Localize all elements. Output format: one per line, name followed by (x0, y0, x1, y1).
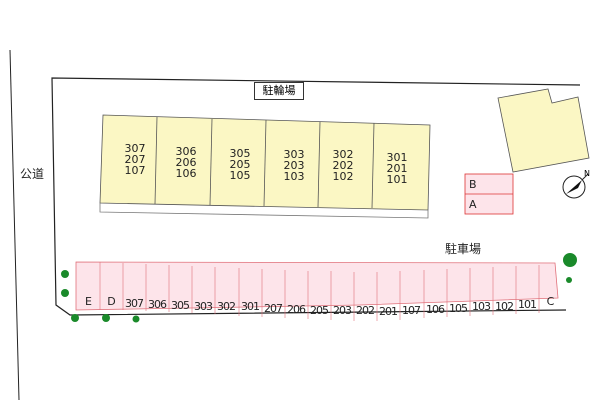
parking-slot: D (107, 295, 115, 308)
lot-b: B (469, 178, 477, 191)
parking-slot: 202 (356, 304, 375, 317)
parking-slot: E (85, 295, 92, 308)
parking-slot: 107 (402, 304, 421, 317)
lot-a: A (469, 198, 477, 211)
parking-slot: 302 (217, 300, 236, 313)
parking-slot: 207 (264, 302, 283, 315)
parking-slot: 206 (287, 303, 306, 316)
parking-slot: 305 (171, 299, 190, 312)
bicycle-parking-label: 駐輪場 (254, 82, 304, 100)
svg-text:N: N (584, 169, 590, 178)
parking-slot: 201 (379, 305, 398, 318)
parking-slot: 301 (241, 300, 260, 313)
parking-slot: 203 (333, 304, 352, 317)
parking-slot: 105 (449, 302, 468, 315)
parking-slot: 102 (495, 300, 514, 313)
parking-slot: 205 (310, 304, 329, 317)
public-road-label: 公道 (20, 167, 45, 181)
parking-slot: 303 (194, 300, 213, 313)
parking-slot: C (546, 295, 555, 308)
parking-slot: 103 (472, 300, 491, 313)
parking-slot: 307 (125, 297, 144, 310)
compass-north-icon: N (562, 169, 590, 199)
parking-slot: 106 (426, 303, 445, 316)
parking-slot: 101 (518, 298, 537, 311)
parking-slot: 306 (148, 298, 167, 311)
parking-lot-label: 駐車場 (445, 242, 482, 256)
